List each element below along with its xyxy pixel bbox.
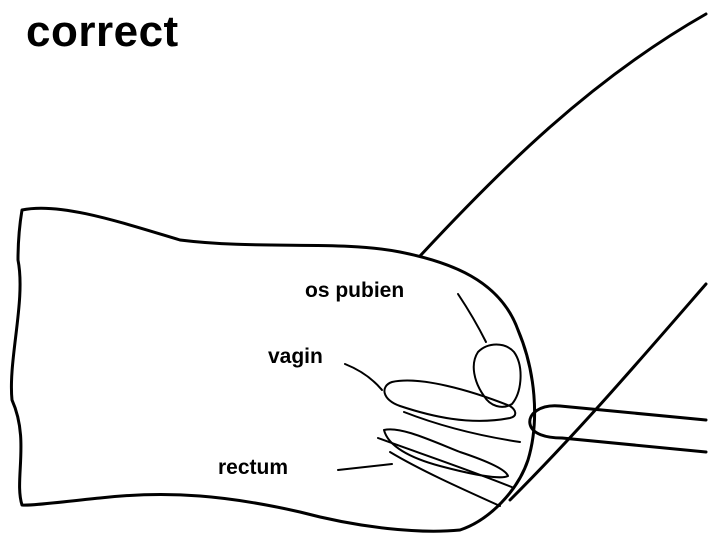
pubic-bone-shape	[474, 345, 521, 407]
leader-line-os-pubien	[458, 294, 486, 342]
instrument-rod	[530, 406, 706, 452]
label-rectum: rectum	[218, 457, 288, 478]
label-os-pubien: os pubien	[305, 280, 404, 301]
body-outline	[11, 208, 534, 531]
leader-line-vagin	[345, 364, 382, 390]
upper-diagonal-line	[420, 14, 706, 256]
diagram-heading: correct	[26, 10, 179, 54]
lower-diagonal-line	[510, 284, 706, 500]
label-vagin: vagin	[268, 346, 323, 367]
vaginal-canal-shape	[384, 381, 515, 421]
leader-line-rectum	[338, 464, 392, 470]
